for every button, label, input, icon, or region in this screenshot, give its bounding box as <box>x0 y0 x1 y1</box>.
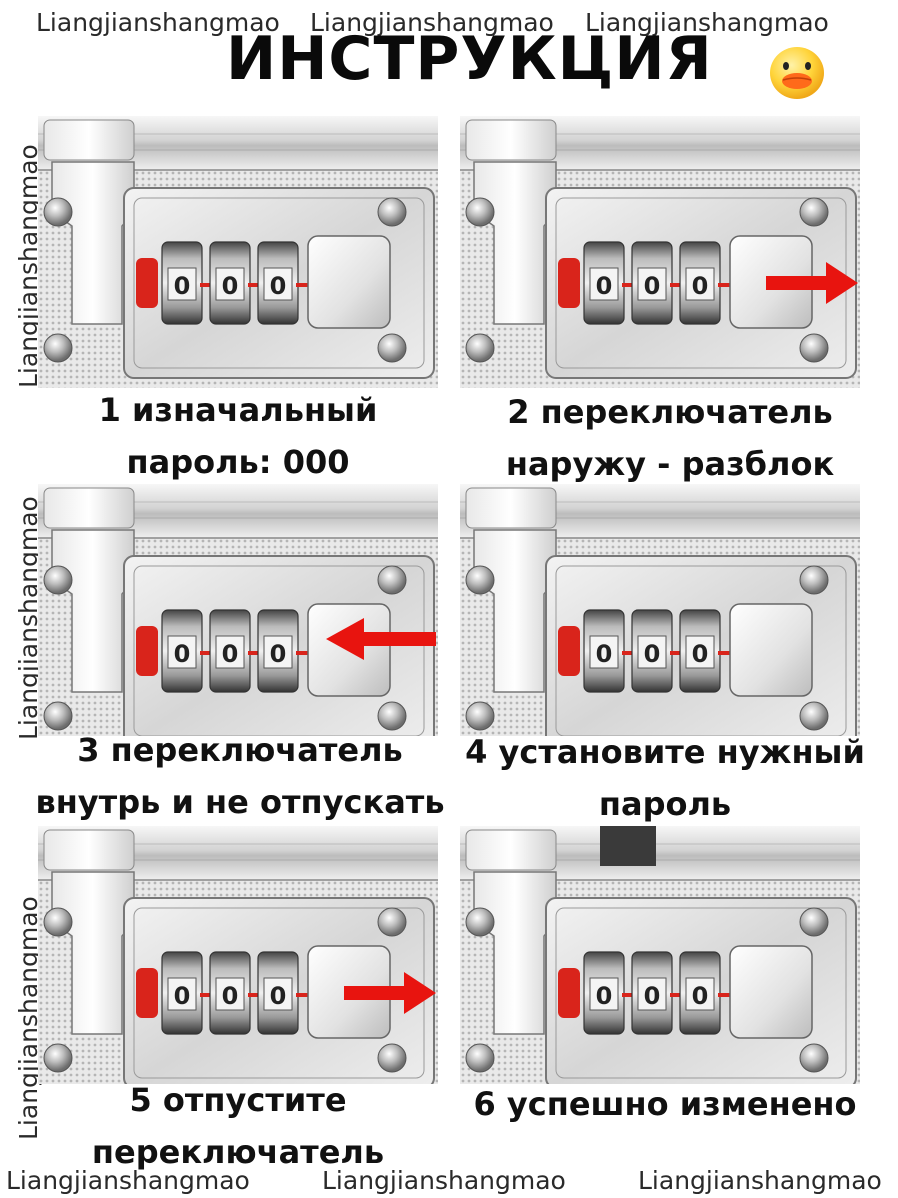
dial-digit: 0 <box>222 272 239 300</box>
dial-digit: 0 <box>174 640 191 668</box>
lock-panel-1: 0 0 0 <box>38 116 438 388</box>
lock-illustration: 0 0 0 <box>38 826 438 1084</box>
step-caption-5: 5 отпустите переключатель <box>38 1074 438 1178</box>
dial-digit: 0 <box>270 640 287 668</box>
lock-panel-5: 0 0 0 <box>38 826 438 1098</box>
dial-digit: 0 <box>174 272 191 300</box>
step-caption-3: 3 переключатель внутрь и не отпускать <box>20 724 460 828</box>
caption-line: внутрь и не отпускать <box>35 783 445 821</box>
slider-switch <box>558 626 580 676</box>
watermark-text: Liangjianshangmao <box>585 8 829 37</box>
dial-digit: 0 <box>692 640 709 668</box>
lock-button <box>729 603 813 697</box>
caption-line: 1 изначальный <box>98 391 378 429</box>
lock-illustration: 0 0 0 <box>460 484 860 736</box>
step-caption-6: 6 успешно изменено <box>455 1078 875 1130</box>
lock-panel-3: 0 0 0 <box>38 484 438 756</box>
lock-button <box>307 235 391 329</box>
caption-line: наружу - разблок <box>505 445 835 483</box>
lock-illustration: 0 0 0 <box>460 826 860 1084</box>
dial-digit: 0 <box>270 272 287 300</box>
slider-switch <box>558 968 580 1018</box>
dial-digit: 0 <box>692 982 709 1010</box>
watermark-text: Liangjianshangmao <box>638 1166 882 1195</box>
dial-digit: 0 <box>596 640 613 668</box>
dial-digit: 0 <box>596 272 613 300</box>
caption-line: 2 переключатель <box>507 393 833 431</box>
lock-illustration: 0 0 0 <box>38 116 438 388</box>
caption-line: 4 установите нужный <box>465 733 865 771</box>
watermark-text: Liangjianshangmao <box>310 8 554 37</box>
duck-face-emoji-icon <box>770 47 824 99</box>
red-arrow-left-icon <box>326 618 436 660</box>
dial-digit: 0 <box>644 272 661 300</box>
lock-button <box>729 945 813 1039</box>
lock-illustration: 0 0 0 <box>460 116 860 388</box>
dial-digit: 0 <box>596 982 613 1010</box>
caption-line: 5 отпустите <box>129 1081 347 1119</box>
page-title: ИНСТРУКЦИЯ <box>226 24 713 94</box>
red-arrow-right-icon <box>766 262 858 304</box>
caption-line: 6 успешно изменено <box>473 1085 857 1123</box>
lock-panel-4: 0 0 0 <box>460 484 860 756</box>
dial-digit: 0 <box>270 982 287 1010</box>
watermark-text: Liangjianshangmao <box>322 1166 566 1195</box>
dial-digit: 0 <box>644 640 661 668</box>
lock-panel-6: 0 0 0 <box>460 826 860 1098</box>
caption-line: пароль <box>598 785 732 823</box>
dial-digit: 0 <box>692 272 709 300</box>
slider-switch <box>558 258 580 308</box>
caption-line: 3 переключатель <box>77 731 403 769</box>
step-caption-2: 2 переключатель наружу - разблок <box>460 386 880 490</box>
dial-digit: 0 <box>174 982 191 1010</box>
dark-block <box>600 826 656 866</box>
step-caption-4: 4 установите нужный пароль <box>455 726 875 830</box>
lock-panel-2: 0 0 0 <box>460 116 860 388</box>
slider-switch <box>136 258 158 308</box>
watermark-text: Liangjianshangmao <box>6 1166 250 1195</box>
dial-digit: 0 <box>644 982 661 1010</box>
red-arrow-right-icon <box>344 972 436 1014</box>
step-caption-1: 1 изначальный пароль: 000 <box>38 384 438 488</box>
slider-switch <box>136 626 158 676</box>
slider-switch <box>136 968 158 1018</box>
caption-line: переключатель <box>91 1133 385 1171</box>
lock-illustration: 0 0 0 <box>38 484 438 736</box>
caption-line: пароль: 000 <box>126 443 350 481</box>
dial-digit: 0 <box>222 640 239 668</box>
dial-digit: 0 <box>222 982 239 1010</box>
watermark-text: Liangjianshangmao <box>36 8 280 37</box>
